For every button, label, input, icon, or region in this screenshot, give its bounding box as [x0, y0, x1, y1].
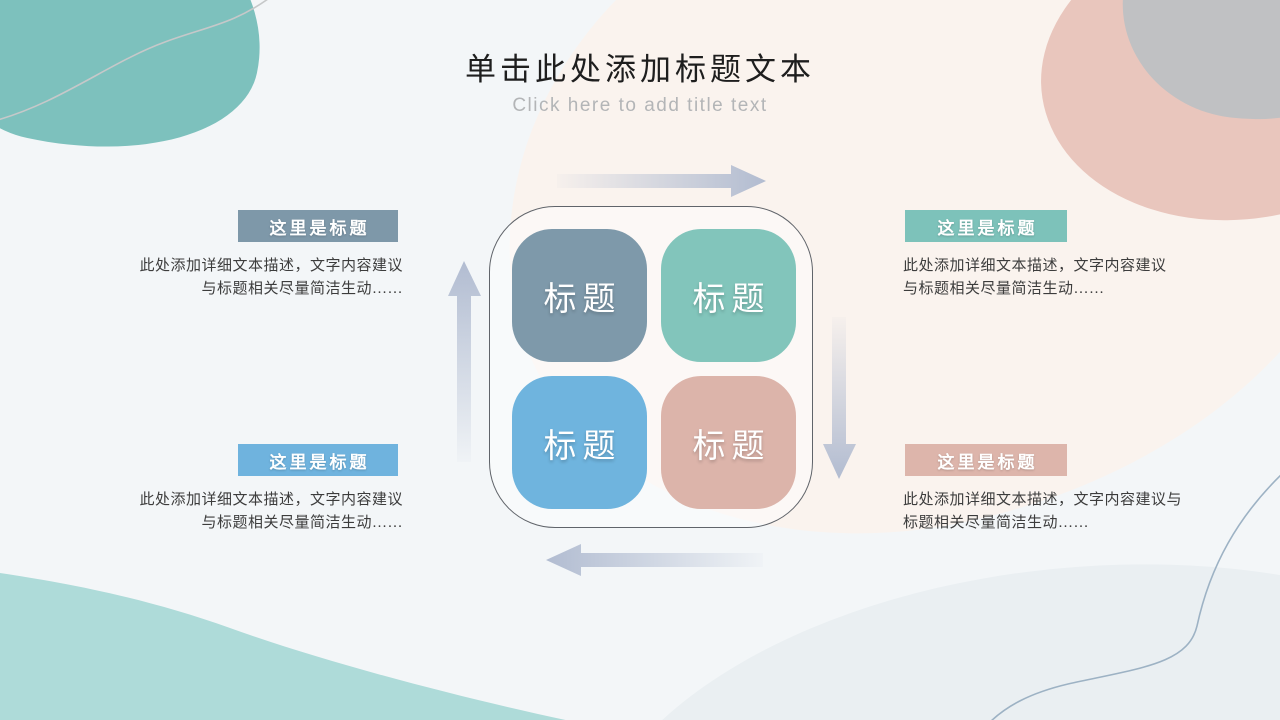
matrix-cell-label: 标题 — [543, 428, 622, 465]
matrix-cell-top-right: 标题 — [661, 229, 796, 362]
matrix-grid: 标题 标题 标题 标题 — [512, 229, 796, 509]
panel-header-bottom-left: 这里是标题 — [238, 444, 398, 476]
panel-description-bottom-right: 此处添加详细文本描述，文字内容建议与标题相关尽量简洁生动…… — [903, 492, 1183, 532]
matrix-cell-bottom-left: 标题 — [512, 376, 647, 509]
panel-header-bottom-right: 这里是标题 — [905, 444, 1067, 476]
matrix-cell-label: 标题 — [692, 428, 771, 465]
panel-description-top-right: 此处添加详细文本描述，文字内容建议与标题相关尽量简洁生动…… — [903, 258, 1167, 298]
matrix-cell-label: 标题 — [543, 281, 622, 318]
bottom-band-blob — [557, 513, 1280, 720]
panel-description-top-left: 此处添加详细文本描述，文字内容建议与标题相关尽量简洁生动…… — [139, 258, 403, 298]
arrow-right-icon — [557, 165, 766, 197]
title-block: 单击此处添加标题文本 Click here to add title text — [0, 44, 1280, 117]
panel-header-top-left: 这里是标题 — [238, 210, 398, 242]
matrix-cell-bottom-right: 标题 — [661, 376, 796, 509]
bottom-wave-shape — [0, 573, 566, 720]
slide-subtitle[interactable]: Click here to add title text — [512, 95, 768, 116]
matrix-cell-label: 标题 — [692, 281, 771, 318]
panel-header-top-right: 这里是标题 — [905, 210, 1067, 242]
slide-title[interactable]: 单击此处添加标题文本 — [465, 52, 815, 87]
arrow-up-icon — [448, 261, 481, 462]
arrow-down-icon — [823, 317, 856, 479]
arrow-left-icon — [546, 544, 763, 576]
panel-description-bottom-left: 此处添加详细文本描述，文字内容建议与标题相关尽量简洁生动…… — [139, 492, 403, 532]
matrix-cell-top-left: 标题 — [512, 229, 647, 362]
